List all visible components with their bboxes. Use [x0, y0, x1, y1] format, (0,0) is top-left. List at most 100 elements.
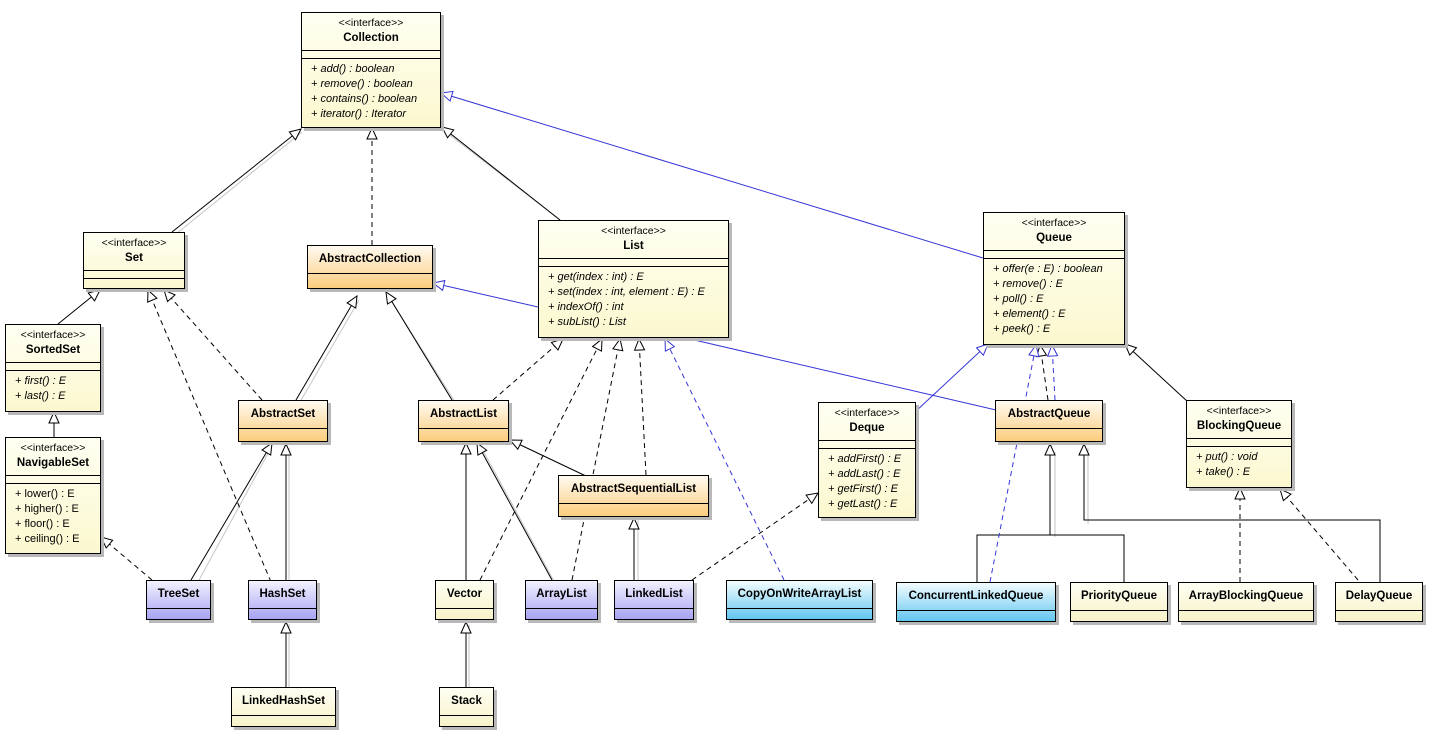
sortedset-interface[interactable]: <<interface>>SortedSet + first() : E + l… [5, 324, 101, 412]
stereotype-label: <<interface>> [101, 237, 167, 249]
deque-title: Deque [849, 422, 885, 434]
stack-class[interactable]: Stack [439, 687, 494, 727]
edge-concurrentlinkedqueue-to-abstractqueue [976, 534, 1125, 582]
operations-section: + offer(e : E) : boolean + remove() : E … [984, 259, 1124, 341]
edge-abstractqueue-to-queue [1046, 343, 1059, 401]
operation: + getLast() : E [828, 498, 898, 510]
operations-section: + lower() : E + higher() : E + floor() :… [6, 484, 100, 551]
edge-abstractlist-to-abstractcollection [385, 290, 453, 401]
queue-interface[interactable]: <<interface>>Queue + offer(e : E) : bool… [983, 212, 1125, 345]
abstractsequentiallist-class[interactable]: AbstractSequentialList [558, 475, 709, 517]
operation: + add() : boolean [311, 63, 395, 75]
attributes-section [1187, 439, 1291, 447]
attributes-section [819, 441, 915, 449]
edge-blockingqueue-to-queue [1124, 343, 1189, 403]
abstractcollection-title: AbstractCollection [318, 253, 422, 265]
class-body [440, 716, 493, 723]
operation: + peek() : E [993, 323, 1051, 335]
linkedhashset-class[interactable]: LinkedHashSet [231, 687, 336, 727]
abstractset-class[interactable]: AbstractSet [238, 400, 328, 442]
blockingqueue-interface[interactable]: <<interface>> BlockingQueue + put() : voi… [1186, 400, 1292, 488]
attributes-section [539, 259, 728, 267]
edge-list-to-abstractcollection [431, 279, 539, 308]
edge-set-to-collection [171, 128, 302, 233]
operation: + iterator() : Iterator [311, 108, 407, 120]
delayqueue-class[interactable]: DelayQueue [1335, 582, 1423, 622]
list-interface[interactable]: <<interface>>List + get(index : int) : E… [538, 220, 729, 338]
edge-vector-to-list [479, 337, 603, 581]
class-body [232, 716, 335, 723]
arrayblockingqueue-title: ArrayBlockingQueue [1188, 590, 1304, 602]
attributes-section [984, 251, 1124, 259]
attributes-section [84, 271, 184, 279]
vector-class[interactable]: Vector [435, 580, 494, 620]
operation: + contains() : boolean [311, 93, 418, 105]
class-body [559, 504, 708, 511]
hashset-title: HashSet [259, 588, 306, 600]
abstractqueue-class[interactable]: AbstractQueue [995, 400, 1103, 442]
concurrentlinkedqueue-class[interactable]: ConcurrentLinkedQueue [896, 582, 1056, 622]
operation: + remove() : boolean [311, 78, 413, 90]
operation: + addFirst() : E [828, 453, 902, 465]
queue-title: Queue [1036, 232, 1072, 244]
copyonwritearraylist-class[interactable]: CopyOnWriteArrayList [726, 580, 873, 620]
hashset-class[interactable]: HashSet [248, 580, 317, 620]
abstractlist-class[interactable]: AbstractList [418, 400, 509, 442]
collection-interface[interactable]: <<interface>>Collection + add() : boolea… [301, 12, 441, 128]
edge-list-to-collection [441, 126, 561, 221]
edge-abstractset-to-set [163, 289, 263, 401]
stereotype-label: <<interface>> [20, 329, 86, 341]
stereotype-label: <<interface>> [1206, 405, 1272, 417]
navigableset-interface[interactable]: <<interface>>NavigableSet + lower() : E … [5, 437, 101, 554]
treeset-title: TreeSet [157, 588, 200, 600]
operations-section: + add() : boolean + remove() : boolean +… [302, 59, 440, 126]
set-interface[interactable]: <<interface>>Set [83, 232, 185, 289]
list-title: List [623, 240, 644, 252]
edge-treeset-to-abstractset [190, 441, 273, 581]
edge-treeset-to-navigableset [100, 536, 153, 581]
concurrentlinkedqueue-title: ConcurrentLinkedQueue [908, 590, 1044, 602]
arraylist-class[interactable]: ArrayList [525, 580, 598, 620]
linkedhashset-title: LinkedHashSet [241, 695, 326, 707]
operation: + indexOf() : int [548, 301, 624, 313]
edge-abstractlist-to-list [492, 338, 564, 401]
abstractset-title: AbstractSet [250, 408, 316, 420]
operation: + getFirst() : E [828, 483, 898, 495]
operations-section [84, 279, 184, 286]
operations-section: + put() : void + take() : E [1187, 447, 1291, 484]
operations-section: + get(index : int) : E + set(index : int… [539, 267, 728, 334]
edge-linkedlist-to-list [633, 337, 647, 476]
priorityqueue-class[interactable]: PriorityQueue [1070, 582, 1168, 622]
arrayblockingqueue-class[interactable]: ArrayBlockingQueue [1178, 582, 1314, 622]
operation: + subList() : List [548, 316, 626, 328]
deque-interface[interactable]: <<interface>>Deque + addFirst() : E + ad… [818, 402, 916, 518]
operation: + ceiling() : E [15, 533, 80, 545]
operation: + first() : E [15, 375, 67, 387]
stereotype-label: <<interface>> [834, 407, 900, 419]
edge-deque-to-queue [914, 343, 989, 413]
class-body [419, 429, 508, 436]
abstractlist-title: AbstractList [429, 408, 498, 420]
class-body [1071, 611, 1167, 618]
operations-section: + first() : E + last() : E [6, 371, 100, 408]
edge-delayqueue-to-abstractqueue [1078, 442, 1381, 582]
edge-arraylist-to-list [571, 337, 624, 581]
abstractcollection-class[interactable]: AbstractCollection [307, 245, 433, 289]
abstractqueue-title: AbstractQueue [1007, 408, 1091, 420]
class-body [147, 609, 210, 616]
treeset-class[interactable]: TreeSet [146, 580, 211, 620]
edge-shadow [197, 445, 273, 583]
arraylist-title: ArrayList [536, 588, 587, 600]
edge-shadow [479, 444, 556, 584]
edge-shadow [175, 131, 303, 235]
attributes-section [6, 476, 100, 484]
linkedlist-class[interactable]: LinkedList [614, 580, 694, 620]
blockingqueue-title: BlockingQueue [1196, 420, 1282, 432]
edge-abstractqueue-to-queue-dashed [1035, 343, 1049, 401]
class-body [249, 609, 316, 616]
edge-delayqueue-to-blockingqueue [1279, 488, 1359, 581]
class-body [996, 429, 1102, 436]
edge-queue-to-collection [439, 90, 984, 259]
